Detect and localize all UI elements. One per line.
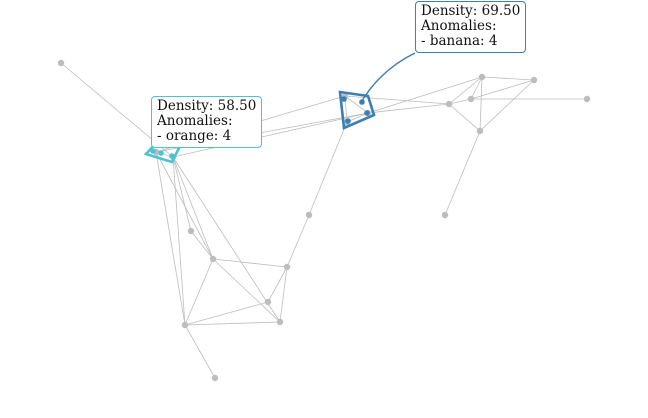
graph-edge <box>190 230 214 260</box>
graph-edge <box>367 103 450 114</box>
graph-edge <box>444 130 481 216</box>
graph-edge <box>184 324 216 379</box>
graph-edge <box>172 156 214 260</box>
graph-node <box>276 318 284 326</box>
graph-node <box>211 374 219 382</box>
callout-line-banana <box>359 52 416 105</box>
graph-node <box>187 227 195 235</box>
callouts-layer <box>359 52 416 105</box>
graph-edge <box>184 258 214 326</box>
annotation-box-banana: Density: 69.50 Anomalies: - banana: 4 <box>415 1 527 53</box>
graph-edge <box>279 266 288 323</box>
annotation-anomaly-item: - banana: 4 <box>421 33 498 49</box>
cluster-node-banana <box>341 96 347 102</box>
nodes-layer <box>57 59 591 382</box>
graph-node <box>467 95 475 103</box>
graph-edge <box>172 112 369 158</box>
graph-edge <box>212 258 288 268</box>
graph-edge <box>184 301 269 326</box>
graph-edge <box>344 95 369 114</box>
annotation-anomalies-label: Anomalies: <box>157 113 233 129</box>
graph-edge <box>172 156 186 326</box>
cluster-node-orange <box>150 148 156 154</box>
cluster-outline-banana <box>338 90 376 130</box>
annotation-density: Density: 69.50 <box>421 3 521 19</box>
cluster-node-banana <box>364 110 370 116</box>
cluster-node-banana <box>345 118 351 124</box>
graph-edge <box>212 258 281 323</box>
graph-edge <box>172 156 192 232</box>
graph-edge <box>481 76 535 81</box>
graph-edge <box>479 79 535 132</box>
edges-layer <box>60 62 587 379</box>
graph-edge <box>367 76 483 114</box>
graph-edge <box>470 76 483 100</box>
graph-node <box>478 73 486 81</box>
annotation-box-orange: Density: 58.50 Anomalies: - orange: 4 <box>151 96 263 148</box>
graph-edge <box>448 98 472 105</box>
cluster-node-orange <box>158 150 164 156</box>
annotation-anomalies-label: Anomalies: <box>421 18 497 34</box>
graph-edge <box>172 156 281 323</box>
graph-edge <box>308 121 348 216</box>
graph-node <box>264 298 272 306</box>
graph-edge <box>448 103 481 132</box>
annotation-anomaly-item: - orange: 4 <box>157 128 232 144</box>
graph-node <box>476 127 484 135</box>
cluster-node-orange <box>169 153 175 159</box>
graph-edge <box>448 76 483 105</box>
graph-node <box>305 211 313 219</box>
graph-edge <box>155 151 186 326</box>
graph-node <box>445 100 453 108</box>
graph-node <box>530 76 538 84</box>
graph-edge <box>479 76 483 132</box>
graph-node <box>181 321 189 329</box>
graph-edge <box>470 79 535 100</box>
graph-node <box>283 263 291 271</box>
graph-node <box>57 59 65 67</box>
graph-node <box>209 255 217 263</box>
graph-edge <box>344 95 450 105</box>
annotation-density: Density: 58.50 <box>157 98 257 114</box>
graph-node <box>441 211 449 219</box>
graph-edge <box>286 214 310 268</box>
graph-node <box>583 95 591 103</box>
graph-edge <box>184 321 281 326</box>
graph-edge <box>267 266 288 303</box>
